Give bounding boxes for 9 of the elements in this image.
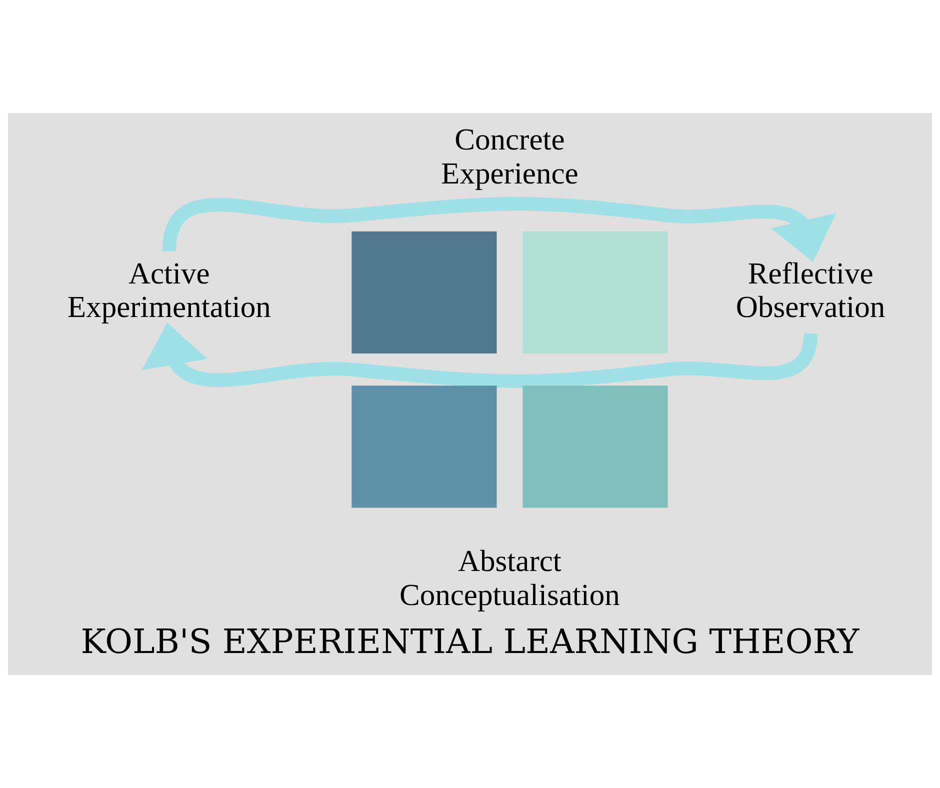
node-text: Active Experimentation bbox=[67, 256, 271, 324]
node-text: Concrete Experience bbox=[441, 122, 578, 190]
node-box bbox=[522, 231, 668, 354]
node-box bbox=[522, 386, 668, 508]
node-box bbox=[352, 231, 497, 354]
node-text: Abstarct Conceptualisation bbox=[399, 544, 620, 612]
diagram-title: KOLB'S EXPERIENTIAL LEARNING THEORY bbox=[80, 622, 860, 662]
node-box bbox=[352, 386, 497, 508]
node-text: Reflective Observation bbox=[736, 256, 886, 324]
